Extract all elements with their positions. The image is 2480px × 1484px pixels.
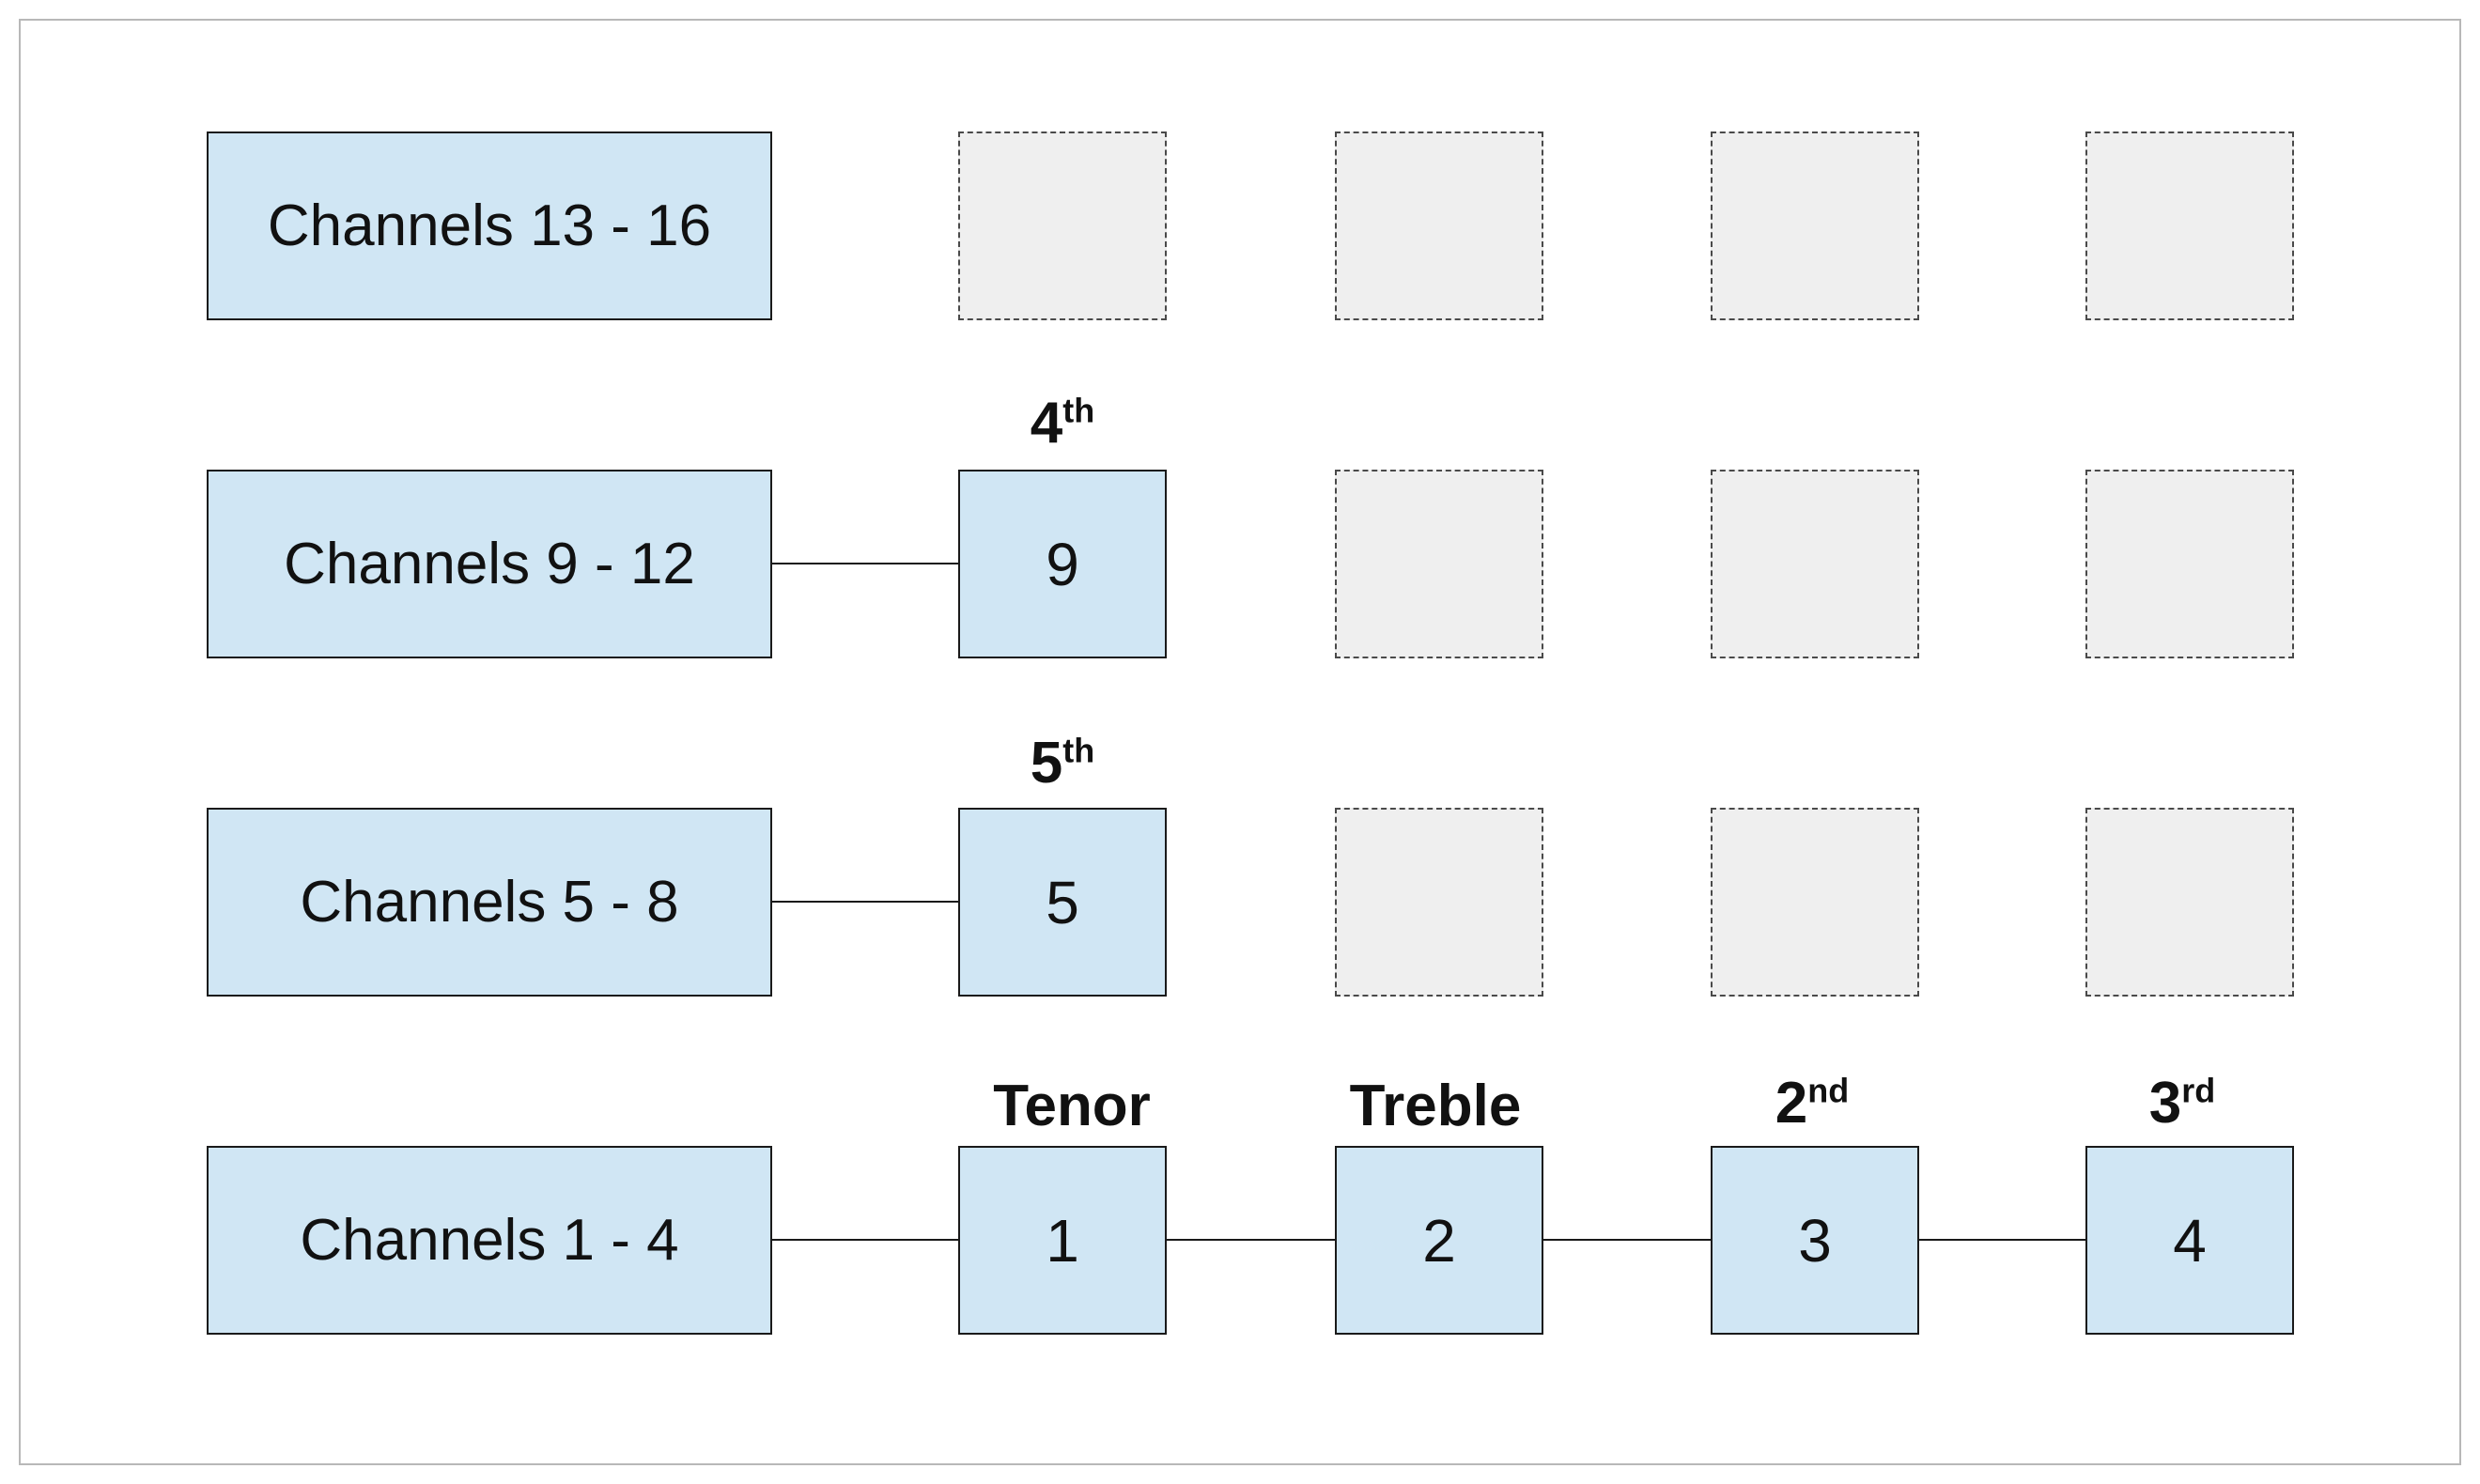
channel-group-5-8: Channels 5 - 8 (207, 808, 772, 997)
bell-number: 2 (1775, 1071, 1808, 1136)
channel-box-4: 4 (2085, 1146, 2294, 1335)
bell-label-5th: 5th (940, 734, 1185, 793)
connector-line (772, 1239, 958, 1241)
empty-channel-slot (1711, 470, 1919, 658)
connector-line (1167, 1239, 1335, 1241)
empty-channel-slot (2085, 470, 2294, 658)
empty-channel-slot (1335, 808, 1543, 997)
channel-group-1-4: Channels 1 - 4 (207, 1146, 772, 1335)
connector-line (1543, 1239, 1711, 1241)
bell-number: 5 (1030, 731, 1063, 796)
channel-number: 5 (1046, 868, 1079, 936)
ordinal-suffix: th (1062, 731, 1095, 770)
empty-channel-slot (1711, 808, 1919, 997)
bell-number: 3 (2148, 1071, 2182, 1136)
channel-group-label: Channels 13 - 16 (267, 193, 712, 258)
bell-label-2nd: 2nd (1690, 1074, 1934, 1133)
channel-box-2: 2 (1335, 1146, 1543, 1335)
channel-group-9-12: Channels 9 - 12 (207, 470, 772, 658)
empty-channel-slot (1335, 470, 1543, 658)
connector-line (772, 901, 958, 903)
channel-box-9: 9 (958, 470, 1167, 658)
empty-channel-slot (1335, 131, 1543, 320)
connector-line (772, 563, 958, 564)
channel-number: 9 (1046, 530, 1079, 598)
channel-box-3: 3 (1711, 1146, 1919, 1335)
channel-group-label: Channels 1 - 4 (300, 1208, 679, 1273)
channel-group-label: Channels 9 - 12 (284, 532, 695, 596)
bell-name: Treble (1349, 1074, 1522, 1138)
channel-box-1: 1 (958, 1146, 1167, 1335)
empty-channel-slot (2085, 131, 2294, 320)
bell-label-treble: Treble (1313, 1077, 1558, 1136)
channel-number: 1 (1046, 1206, 1079, 1275)
connector-line (1919, 1239, 2085, 1241)
channel-group-13-16: Channels 13 - 16 (207, 131, 772, 320)
bell-label-tenor: Tenor (950, 1077, 1194, 1136)
empty-channel-slot (958, 131, 1167, 320)
ordinal-suffix: nd (1807, 1071, 1850, 1110)
bell-name: Tenor (993, 1074, 1151, 1138)
channel-group-label: Channels 5 - 8 (300, 870, 679, 935)
bell-label-4th: 4th (940, 394, 1185, 453)
channel-number: 3 (1798, 1206, 1832, 1275)
ordinal-suffix: th (1062, 391, 1095, 430)
bell-number: 4 (1030, 391, 1063, 456)
empty-channel-slot (2085, 808, 2294, 997)
channel-box-5: 5 (958, 808, 1167, 997)
bell-label-3rd: 3rd (2060, 1074, 2304, 1133)
channel-number: 4 (2173, 1206, 2207, 1275)
empty-channel-slot (1711, 131, 1919, 320)
channel-number: 2 (1422, 1206, 1456, 1275)
ordinal-suffix: rd (2181, 1071, 2216, 1110)
